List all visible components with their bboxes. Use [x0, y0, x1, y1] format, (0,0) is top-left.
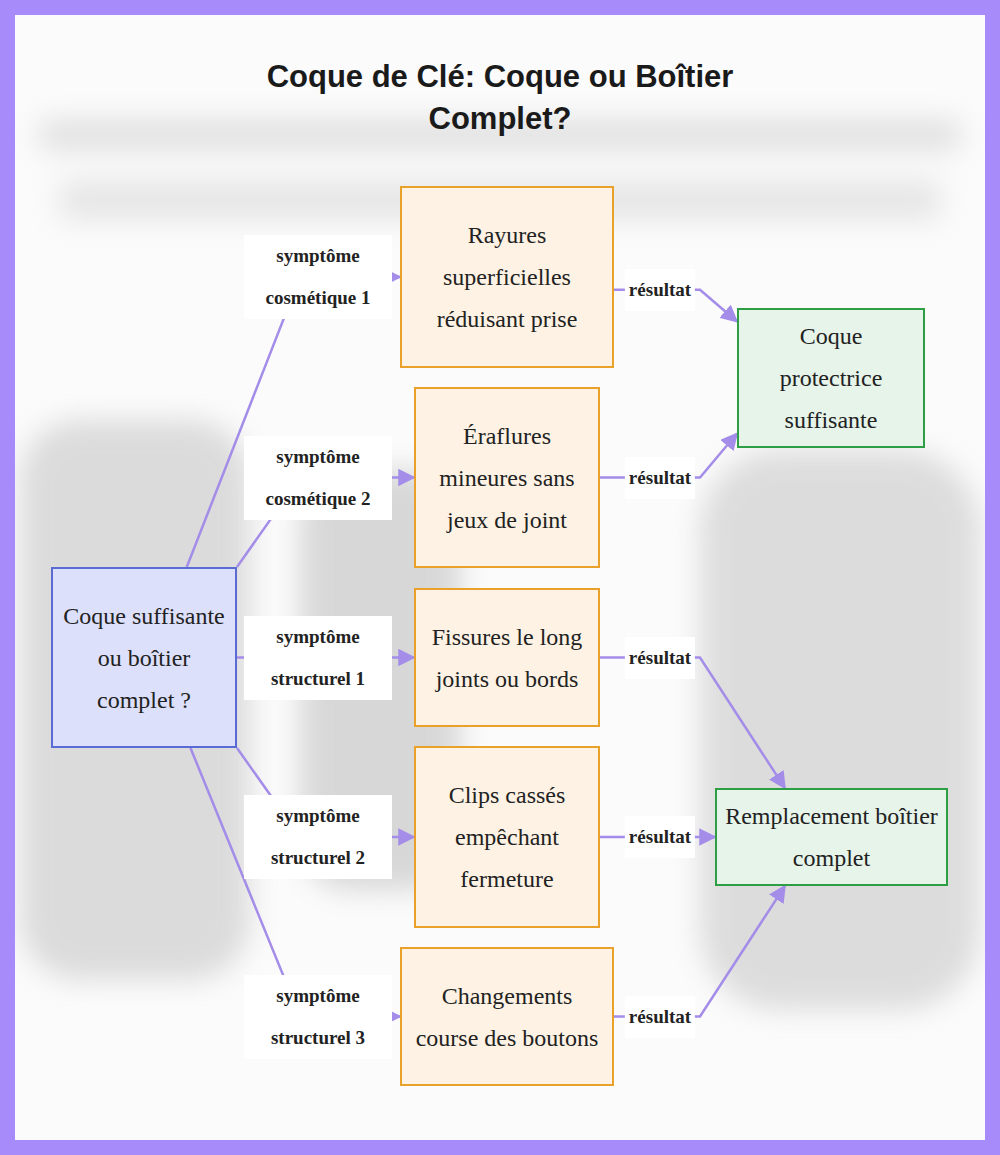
node-text: Remplacement boîtier complet	[717, 795, 946, 879]
node-text: Coque suffisante ou boîtier complet ?	[53, 595, 235, 721]
edge-label: résultat	[625, 457, 695, 499]
edge-label: symptôme cosmétique 2	[244, 436, 392, 520]
edge-label: symptôme cosmétique 1	[244, 235, 392, 319]
symptom-box: Éraflures mineures sans jeux de joint	[414, 387, 600, 568]
edge-label: résultat	[625, 816, 695, 858]
node-text: Coque protectrice suffisante	[739, 315, 923, 441]
node-text: Clips cassés empêchant fermeture	[416, 774, 598, 900]
node-text: Rayures superficielles réduisant prise	[402, 214, 612, 340]
question-box: Coque suffisante ou boîtier complet ?	[51, 567, 237, 748]
edge-label: résultat	[625, 637, 695, 679]
diagram-title: Coque de Clé: Coque ou Boîtier Complet?	[200, 56, 800, 140]
node-text: Fissures le long joints ou bords	[416, 616, 598, 700]
connector-arrow	[187, 277, 400, 567]
result-box: Remplacement boîtier complet	[715, 788, 948, 886]
symptom-box: Rayures superficielles réduisant prise	[400, 186, 614, 368]
edge-label: symptôme structurel 2	[244, 795, 392, 879]
symptom-box: Changements course des boutons	[400, 947, 614, 1086]
edge-label: symptôme structurel 3	[244, 975, 392, 1059]
edge-label: résultat	[625, 996, 695, 1038]
node-text: Éraflures mineures sans jeux de joint	[416, 415, 598, 541]
node-text: Changements course des boutons	[402, 975, 612, 1059]
result-box: Coque protectrice suffisante	[737, 308, 925, 448]
symptom-box: Clips cassés empêchant fermeture	[414, 746, 600, 928]
edge-label: symptôme structurel 1	[244, 616, 392, 700]
symptom-box: Fissures le long joints ou bords	[414, 588, 600, 727]
edge-label: résultat	[625, 269, 695, 311]
